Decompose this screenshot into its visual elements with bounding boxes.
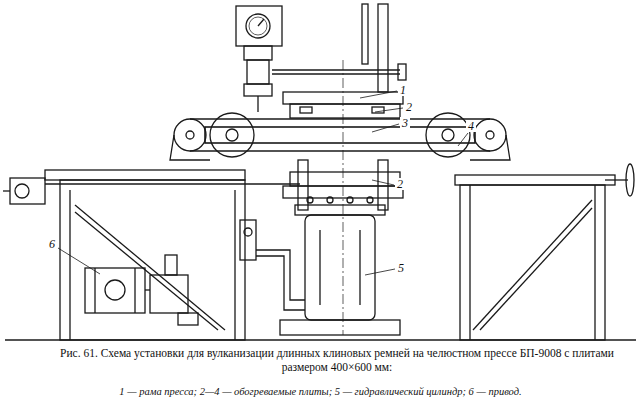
callout-number: 2: [395, 178, 405, 190]
callout-number: 3: [400, 117, 410, 129]
callout-number: 6: [47, 238, 57, 250]
callout-number: 4: [466, 120, 476, 132]
caption-key: 1 — рама пресса; 2—4 — обогреваемые плит…: [0, 386, 641, 397]
callout-number: 2: [404, 101, 414, 113]
callout-number: 1: [398, 84, 408, 96]
callout-number: 5: [396, 262, 406, 274]
figure-caption: Рис. 61. Схема установки для вулканизаци…: [38, 346, 636, 375]
